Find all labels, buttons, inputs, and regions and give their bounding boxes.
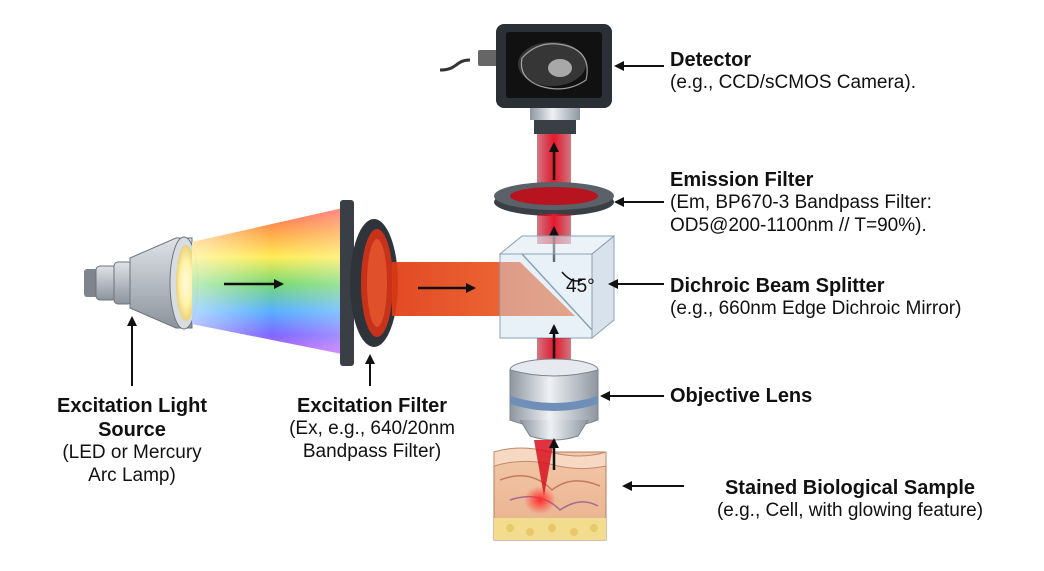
light-source-title-2: Source <box>98 419 166 441</box>
emission-filter-sub-2: OD5@200-1100nm // T=90%). <box>670 214 927 236</box>
detector-sub-1: (e.g., CCD/sCMOS Camera). <box>670 72 916 93</box>
excitation-beam <box>392 262 575 316</box>
emission-filter-sub-1: (Em, BP670-3 Bandpass Filter: <box>670 192 932 213</box>
sample-title: Stained Biological Sample <box>724 477 976 499</box>
sample-sub-1: (e.g., Cell, with glowing feature) <box>716 500 984 521</box>
light-source-sub-2: Arc Lamp) <box>88 464 176 486</box>
emission-filter <box>494 182 614 216</box>
detector-title: Detector <box>670 49 752 71</box>
light-source-sub-1: (LED or Mercury <box>62 442 202 463</box>
stained-sample <box>493 440 607 541</box>
excitation-filter <box>340 200 398 366</box>
objective-lens <box>509 358 599 441</box>
label-excitation-filter: Excitation Filter (Ex, e.g., 640/20nm Ba… <box>262 394 482 464</box>
excitation-filter-sub-2: Bandpass Filter) <box>302 440 442 462</box>
excitation-filter-title: Excitation Filter <box>296 395 448 417</box>
label-detector: Detector (e.g., CCD/sCMOS Camera). <box>670 48 916 95</box>
angle-label: 45° <box>566 276 595 297</box>
emission-filter-title: Emission Filter <box>670 169 814 191</box>
objective-title: Objective Lens <box>670 385 813 407</box>
dichroic-sub-1: (e.g., 660nm Edge Dichroic Mirror) <box>670 298 962 319</box>
light-source <box>84 236 199 330</box>
light-source-title-1: Excitation Light <box>57 395 207 417</box>
label-objective: Objective Lens <box>670 384 812 408</box>
label-sample: Stained Biological Sample (e.g., Cell, w… <box>680 476 1020 523</box>
excitation-filter-sub-1: (Ex, e.g., 640/20nm <box>289 418 455 439</box>
dichroic-beam-splitter <box>498 234 616 340</box>
label-light-source: Excitation Light Source (LED or Mercury … <box>32 394 232 488</box>
dichroic-title: Dichroic Beam Splitter <box>670 275 885 297</box>
label-emission-filter: Emission Filter (Em, BP670-3 Bandpass Fi… <box>670 168 932 238</box>
label-dichroic: Dichroic Beam Splitter (e.g., 660nm Edge… <box>670 274 961 321</box>
detector-camera <box>439 24 612 134</box>
